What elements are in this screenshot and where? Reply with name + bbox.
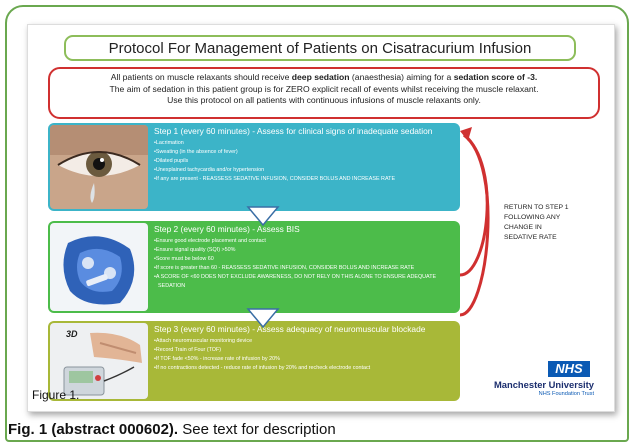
organisation-subtitle: NHS Foundation Trust	[538, 391, 594, 397]
list-item: •Record Train of Four (TOF)	[154, 347, 222, 353]
list-item: •If TOF fade <50% - increase rate of inf…	[154, 356, 280, 362]
list-item: •Attach neuromuscular monitoring device	[154, 338, 253, 344]
list-item: •Ensure signal quality (SQI) >50%	[154, 247, 236, 253]
list-item: •If any are present - REASSESS SEDATIVE …	[154, 176, 396, 182]
list-item: •Sweating (in the absence of fever)	[154, 149, 238, 155]
step-2-box: Step 2 (every 60 minutes) - Assess BIS •…	[48, 221, 460, 313]
step-1-box: Step 1 (every 60 minutes) - Assess for c…	[48, 123, 460, 211]
step-3-list: •Attach neuromuscular monitoring device …	[154, 337, 370, 373]
list-item: •Score must be below 60	[154, 256, 214, 262]
list-item: •Ensure good electrode placement and con…	[154, 238, 266, 244]
list-item: •Lacrimation	[154, 140, 184, 146]
protocol-slide: Protocol For Management of Patients on C…	[27, 24, 615, 412]
intro-line-1: All patients on muscle relaxants should …	[110, 72, 538, 82]
step-3-title: Step 3 (every 60 minutes) - Assess adequ…	[154, 324, 426, 334]
step-2-title: Step 2 (every 60 minutes) - Assess BIS	[154, 224, 300, 234]
intro-line-3: Use this protocol on all patients with c…	[167, 95, 481, 105]
down-arrow-2	[246, 308, 280, 329]
organisation-name: Manchester University	[493, 379, 594, 390]
list-item: •Unexplained tachycardia and/or hyperten…	[154, 167, 265, 173]
step-2-list: •Ensure good electrode placement and con…	[154, 237, 436, 291]
down-arrow-1	[246, 206, 280, 227]
return-arrows	[459, 127, 490, 317]
step-1-list: •Lacrimation •Sweating (in the absence o…	[154, 139, 395, 184]
bis-sensor-photo	[50, 223, 148, 311]
eye-photo	[50, 125, 148, 209]
step-1-title: Step 1 (every 60 minutes) - Assess for c…	[154, 126, 433, 136]
list-item: •A SCORE OF <60 DOES NOT EXCLUDE AWARENE…	[154, 274, 437, 280]
list-item: SEDATION	[158, 283, 186, 289]
neuromuscular-monitor-photo: 3D	[50, 323, 148, 399]
return-to-step-note: RETURN TO STEP 1 FOLLOWING ANY CHANGE IN…	[504, 204, 569, 241]
list-item: •If no contractions detected - reduce ra…	[154, 365, 371, 371]
figure-label: Figure 1.	[32, 388, 80, 402]
protocol-title: Protocol For Management of Patients on C…	[64, 35, 576, 61]
figure-caption: Fig. 1 (abstract 000602). See text for d…	[8, 421, 336, 438]
list-item: •Dilated pupils	[154, 158, 189, 164]
intro-box: All patients on muscle relaxants should …	[48, 67, 600, 119]
figure-frame	[5, 5, 629, 442]
intro-line-2: The aim of sedation in this patient grou…	[109, 83, 539, 94]
photo-3d-label: 3D	[66, 329, 78, 339]
list-item: •If score is greater than 60 - REASSESS …	[154, 265, 415, 271]
nhs-logo: NHS	[548, 361, 590, 377]
step-3-box: 3D Step 3 (every 60 minutes) - Assess ad…	[48, 321, 460, 401]
